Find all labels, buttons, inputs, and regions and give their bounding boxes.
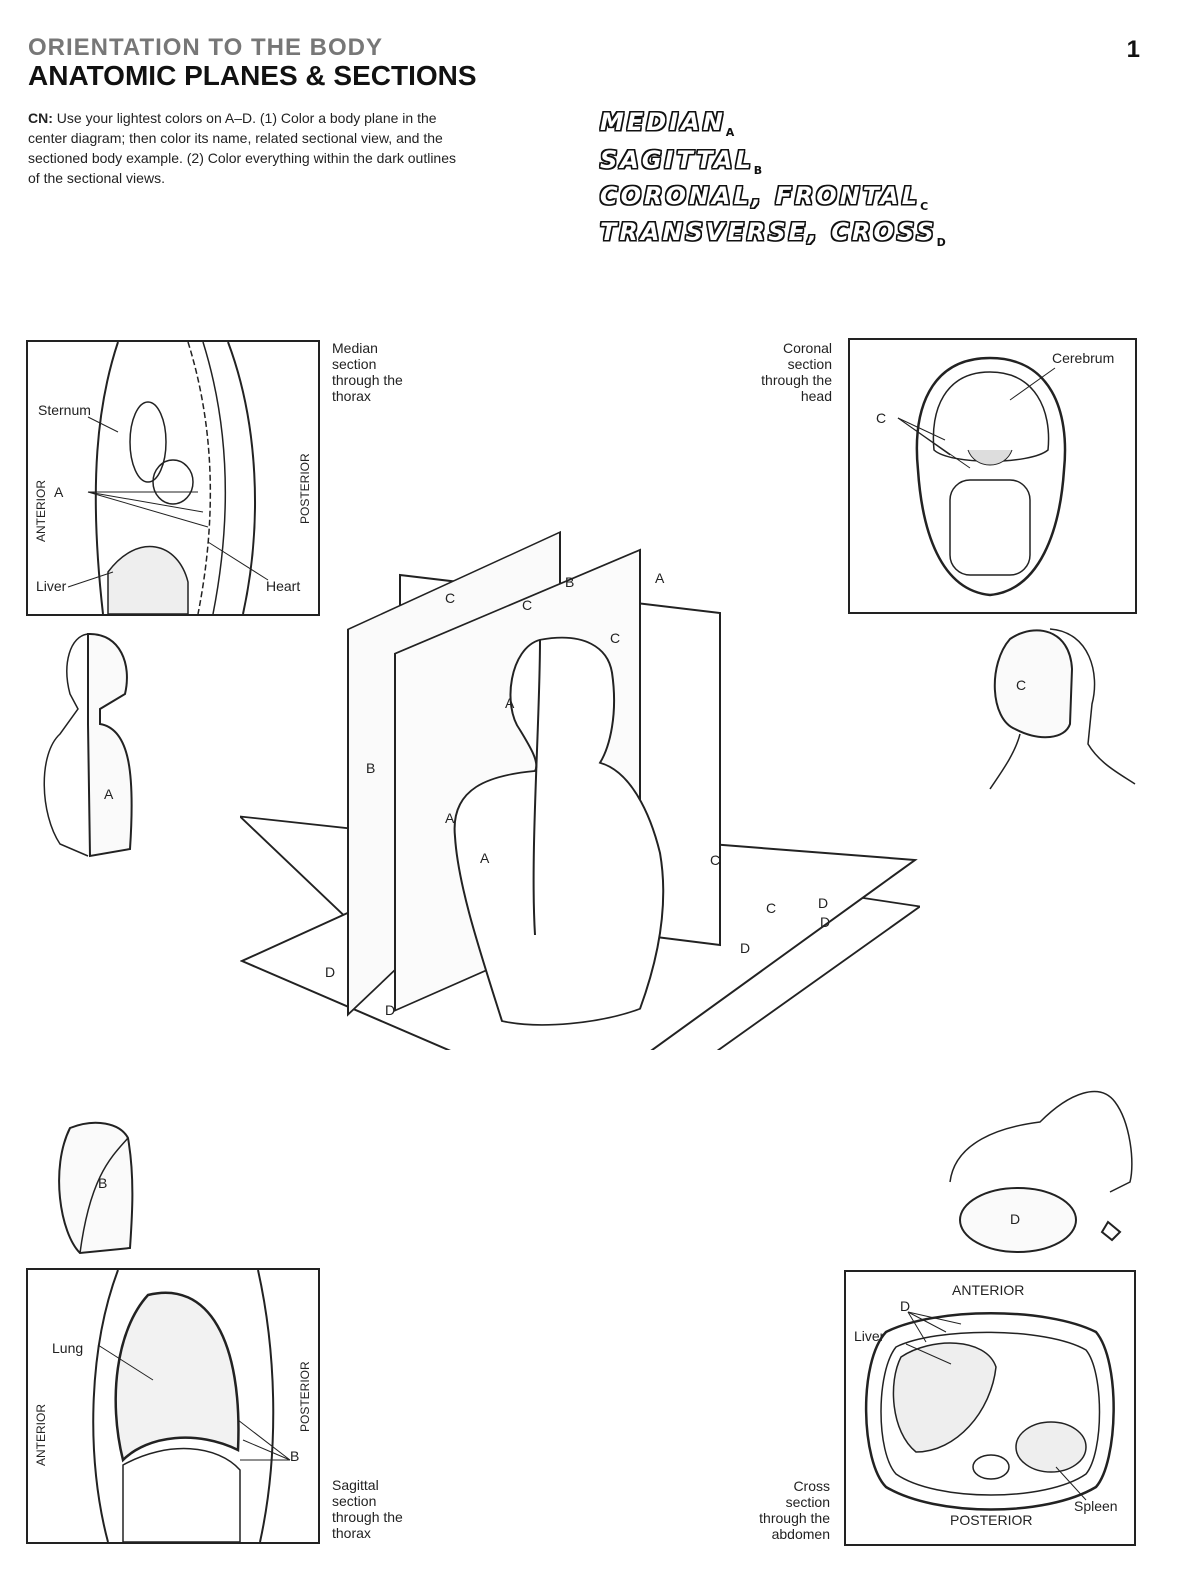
coronal-caption-line: Coronal: [782, 340, 832, 356]
sagittal-caption-line: Sagittal: [332, 1477, 379, 1493]
coloring-instructions: CN: Use your lightest colors on A–D. (1)…: [28, 108, 458, 188]
cross-caption-line: abdomen: [771, 1526, 830, 1542]
sagittal-caption: Sagittal section through the thorax: [332, 1477, 403, 1541]
center-letter: A: [655, 570, 665, 586]
page-number: 1: [1126, 36, 1140, 63]
center-planes-diagram: C B A C C A A A B C C D D D D D: [240, 530, 920, 1050]
center-letter: A: [505, 695, 515, 711]
label-posterior: POSTERIOR: [298, 453, 312, 524]
label-cerebrum: Cerebrum: [1052, 350, 1115, 366]
sagittal-body-letter: B: [98, 1175, 107, 1191]
term-transverse-label: TRANSVERSE, CROSS: [600, 218, 937, 246]
center-letter: D: [818, 895, 828, 911]
label-b: B: [290, 1448, 300, 1464]
coronal-caption: Coronal section through the head: [740, 340, 832, 404]
median-caption-line: section: [332, 356, 377, 372]
sagittal-section-panel: Lung B ANTERIOR POSTERIOR: [26, 1268, 320, 1544]
term-sagittal-label: SAGITTAL: [600, 146, 754, 174]
term-coronal-letter: C: [920, 199, 929, 213]
median-caption-line: through the: [332, 372, 403, 388]
coronal-body-example: C: [989, 628, 1136, 790]
coronal-section-drawing: [897, 356, 1067, 597]
label-d: D: [900, 1298, 911, 1314]
section-heading: ORIENTATION TO THE BODY: [28, 34, 384, 61]
term-sagittal: SAGITTALB: [600, 146, 762, 177]
sagittal-section-drawing: [92, 1270, 291, 1542]
center-letter: C: [710, 852, 720, 868]
label-anterior: ANTERIOR: [34, 1403, 48, 1466]
center-letter: C: [766, 900, 776, 916]
center-letter: A: [445, 810, 455, 826]
coronal-caption-line: through the: [761, 372, 832, 388]
term-coronal-label: CORONAL, FRONTAL: [600, 182, 921, 210]
label-a: A: [54, 484, 64, 500]
center-letter: D: [820, 914, 830, 930]
cross-caption-line: through the: [759, 1510, 830, 1526]
label-liver: Liver: [36, 578, 67, 594]
label-posterior: POSTERIOR: [950, 1512, 1033, 1528]
median-caption-line: thorax: [332, 388, 371, 404]
coronal-caption-line: head: [800, 388, 832, 404]
cross-section-drawing: [864, 1311, 1115, 1511]
center-letter: C: [610, 630, 620, 646]
center-letter: B: [565, 574, 574, 590]
coronal-section-panel: Cerebrum C: [848, 338, 1137, 614]
cross-section-panel: ANTERIOR D Liver Spleen POSTERIOR: [844, 1270, 1136, 1546]
center-letter: D: [740, 940, 750, 956]
center-letter: C: [522, 597, 532, 613]
label-posterior: POSTERIOR: [298, 1361, 312, 1432]
label-spleen: Spleen: [1074, 1498, 1118, 1514]
center-letter: A: [480, 850, 490, 866]
center-letter: B: [366, 760, 375, 776]
term-median: MEDIANA: [600, 108, 734, 139]
sagittal-caption-line: section: [332, 1493, 377, 1509]
label-anterior: ANTERIOR: [952, 1282, 1025, 1298]
median-body-example: A: [43, 633, 133, 858]
cross-caption-line: section: [785, 1494, 830, 1510]
cross-body-letter: D: [1010, 1211, 1020, 1227]
term-coronal: CORONAL, FRONTALC: [600, 182, 928, 213]
term-transverse: TRANSVERSE, CROSSD: [600, 218, 946, 249]
median-body-letter: A: [104, 786, 114, 802]
page-title: ANATOMIC PLANES & SECTIONS: [28, 60, 477, 91]
coronal-body-letter: C: [1016, 677, 1026, 693]
sagittal-caption-line: through the: [332, 1509, 403, 1525]
median-section-panel: Sternum A Liver Heart ANTERIOR POSTERIOR: [26, 340, 320, 616]
median-section-drawing: [67, 342, 269, 614]
cross-caption: Cross section through the abdomen: [738, 1478, 830, 1542]
coronal-caption-line: section: [787, 356, 832, 372]
center-letter: D: [325, 964, 335, 980]
term-median-letter: A: [725, 125, 735, 139]
sagittal-caption-line: thorax: [332, 1525, 371, 1541]
instructions-text: Use your lightest colors on A–D. (1) Col…: [28, 110, 457, 186]
label-liver: Liver: [854, 1328, 885, 1344]
instructions-prefix: CN:: [28, 110, 53, 126]
sagittal-body-example: B: [58, 1121, 134, 1255]
label-c: C: [876, 410, 887, 426]
term-sagittal-letter: B: [753, 163, 763, 177]
term-transverse-letter: D: [936, 235, 946, 249]
center-letter: C: [445, 590, 455, 606]
label-lung: Lung: [52, 1340, 84, 1356]
label-anterior: ANTERIOR: [34, 479, 48, 542]
label-heart: Heart: [266, 578, 301, 594]
median-caption: Median section through the thorax: [332, 340, 403, 404]
median-caption-line: Median: [332, 340, 378, 356]
cross-body-example: D: [949, 1091, 1133, 1253]
label-sternum: Sternum: [38, 402, 91, 418]
center-letter: D: [385, 1002, 395, 1018]
term-median-label: MEDIAN: [600, 108, 726, 136]
cross-caption-line: Cross: [793, 1478, 830, 1494]
